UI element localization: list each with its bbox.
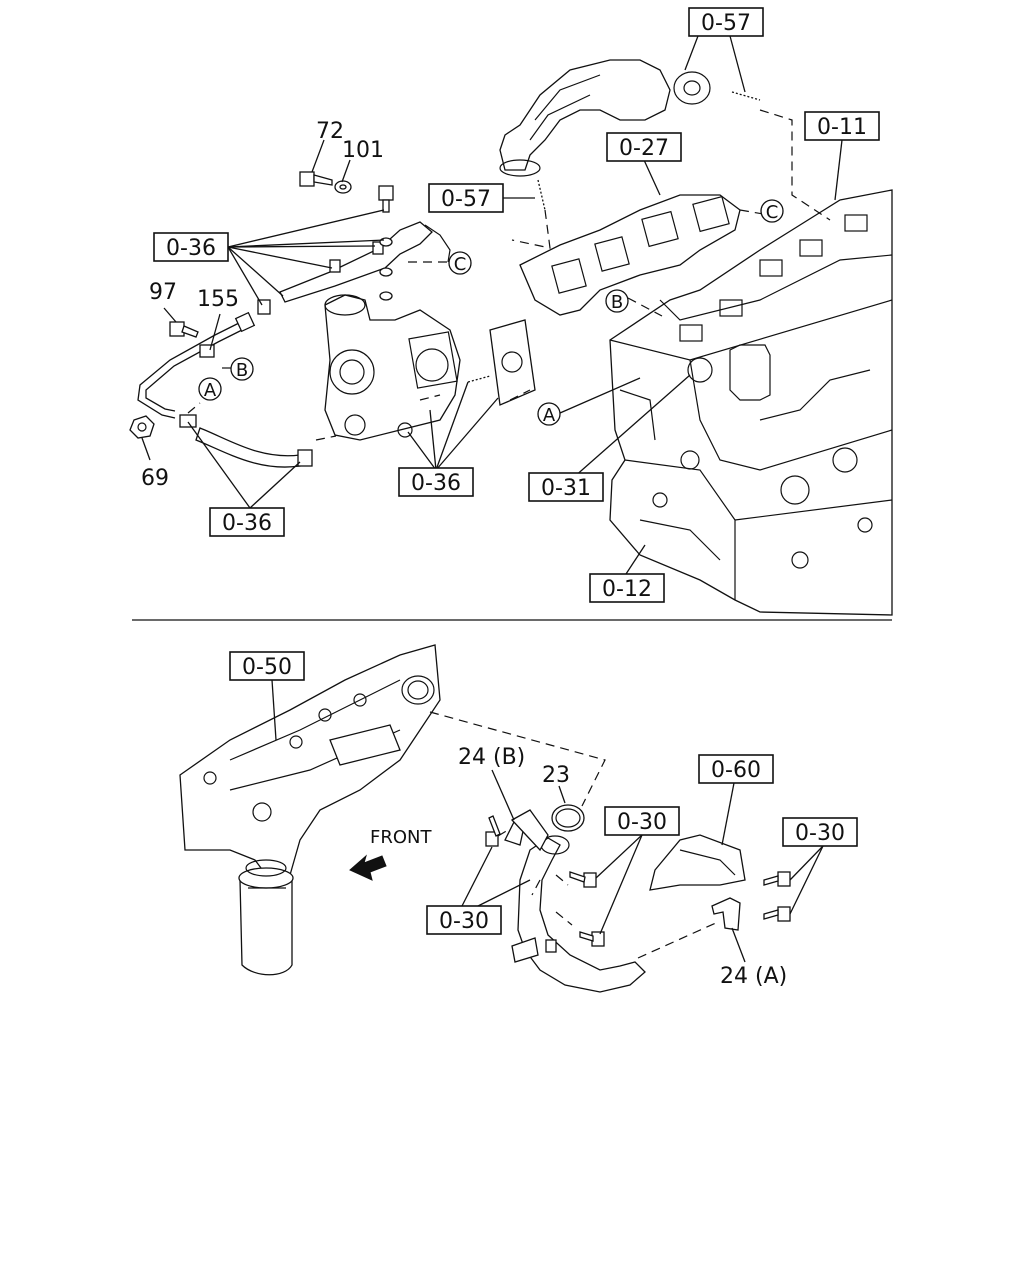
engine-block <box>609 189 893 616</box>
ref-box-0-36-left: 0-36 <box>153 232 229 262</box>
bracket-0-60 <box>649 834 746 891</box>
callout-letter: C <box>766 202 779 223</box>
bolt-top <box>378 185 394 213</box>
ref-box-0-30-center: 0-30 <box>604 806 680 836</box>
callout-letter: A <box>204 380 217 401</box>
callout-letter: A <box>543 405 556 426</box>
ref-label: 0-57 <box>441 187 491 212</box>
ref-box-0-30-right: 0-30 <box>782 817 858 847</box>
ref-label: 0-60 <box>711 758 761 783</box>
part-number-97: 97 <box>149 280 177 305</box>
gasket <box>489 319 536 406</box>
dashed-flow-lines-upper <box>187 109 831 441</box>
part-number-24b: 24 (B) <box>458 745 525 770</box>
stud-bolts <box>467 91 761 383</box>
ref-box-0-60: 0-60 <box>698 754 774 784</box>
ref-label: 0-50 <box>242 655 292 680</box>
bolt-72 <box>299 171 333 187</box>
front-label: FRONT <box>370 827 432 848</box>
part-number-155: 155 <box>197 287 239 312</box>
ref-label: 0-30 <box>617 810 667 835</box>
ref-box-0-36-bottom: 0-36 <box>209 507 285 537</box>
leader-lines-lower <box>271 679 824 963</box>
ref-box-0-30-left: 0-30 <box>426 905 502 935</box>
water-pipe-upper <box>257 221 451 315</box>
ref-box-0-12: 0-12 <box>589 573 665 603</box>
ref-label: 0-30 <box>795 821 845 846</box>
washer-101 <box>334 180 352 194</box>
ref-label: 0-57 <box>701 11 751 36</box>
ref-box-0-36-mid: 0-36 <box>398 467 474 497</box>
ref-label: 0-31 <box>541 476 591 501</box>
dashed-flow-lines-lower <box>429 711 719 959</box>
part-number-101: 101 <box>342 138 384 163</box>
return-hose <box>179 414 313 468</box>
ref-box-0-31: 0-31 <box>528 472 604 502</box>
o-ring-23 <box>551 804 585 832</box>
callout-c-engine: C <box>760 199 784 223</box>
ref-label: 0-27 <box>619 136 669 161</box>
ref-label: 0-12 <box>602 577 652 602</box>
thermostat-housing <box>504 809 549 852</box>
oil-feed-pipe <box>137 311 256 419</box>
lower-bolts <box>485 815 791 953</box>
front-arrow <box>349 854 387 881</box>
ref-label: 0-36 <box>166 236 216 261</box>
water-pipe-lower <box>511 835 646 993</box>
callout-b-engine: B <box>605 289 629 313</box>
oil-filter <box>238 859 294 976</box>
nut-69 <box>129 415 155 439</box>
egr-pipe <box>499 59 711 177</box>
ref-label: 0-36 <box>411 471 461 496</box>
callout-b-pipe: B <box>230 357 254 381</box>
callout-letter: B <box>236 360 248 381</box>
ref-box-0-57-mid: 0-57 <box>428 183 504 213</box>
turbocharger <box>324 294 461 441</box>
ref-box-0-11: 0-11 <box>804 111 880 141</box>
ref-label: 0-36 <box>222 511 272 536</box>
part-number-24a: 24 (A) <box>720 964 787 989</box>
part-number-69: 69 <box>141 466 169 491</box>
exhaust-manifold <box>519 194 741 316</box>
ref-label: 0-30 <box>439 909 489 934</box>
callout-a-pipe: A <box>198 377 222 401</box>
callout-a-engine: A <box>537 402 561 426</box>
callout-letter: B <box>611 292 623 313</box>
callout-letter: C <box>454 254 467 275</box>
ref-label: 0-11 <box>817 115 867 140</box>
oil-cooler-housing <box>179 644 441 881</box>
part-number-23: 23 <box>542 763 570 788</box>
ref-box-0-50: 0-50 <box>229 651 305 681</box>
ref-box-0-27: 0-27 <box>606 132 682 162</box>
part-number-72: 72 <box>316 119 344 144</box>
bracket-24a <box>711 897 741 931</box>
ref-box-0-57-top: 0-57 <box>688 7 764 37</box>
callout-c-pipe: C <box>448 251 472 275</box>
bolt-97 <box>169 321 199 338</box>
leader-lines-upper <box>141 35 843 575</box>
